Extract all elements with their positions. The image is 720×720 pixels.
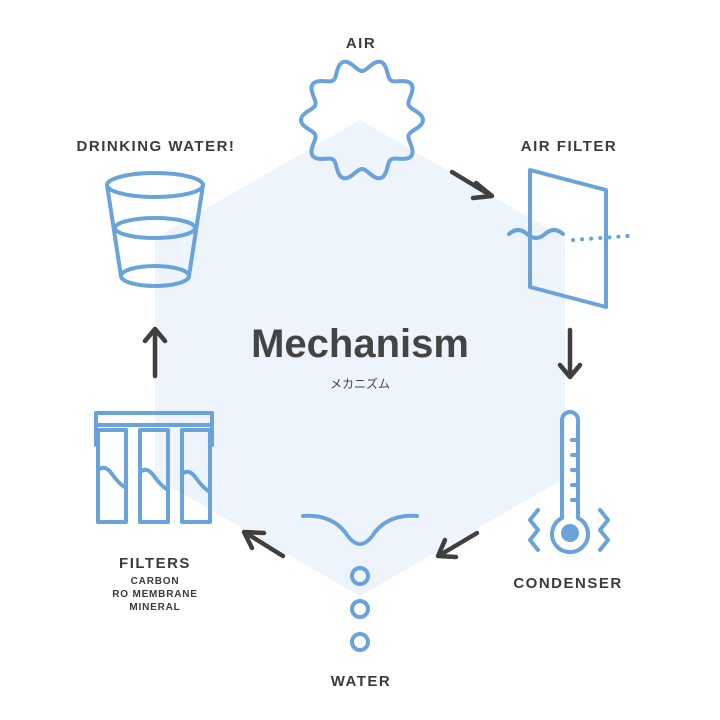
filter-cartridges-icon (94, 411, 214, 524)
label-water: WATER (330, 673, 392, 690)
label-filter-ro-membrane: RO MEMBRANE (112, 589, 198, 600)
diagram-subtitle: メカニズム (329, 377, 391, 391)
label-air-filter: AIR FILTER (520, 138, 618, 155)
arrow-condenser-to-water (435, 530, 480, 560)
cloud-icon (299, 59, 425, 181)
label-air: AIR (345, 35, 377, 52)
water-drop-icon (301, 513, 419, 652)
label-filter-carbon: CARBON (130, 576, 180, 587)
background-hexagon (155, 120, 565, 596)
air-filter-icon (507, 168, 630, 309)
label-condenser: CONDENSER (513, 575, 623, 592)
label-filters: FILTERS (119, 555, 191, 572)
label-drinking-water: DRINKING WATER! (76, 138, 236, 155)
arrow-filter-to-condenser (557, 327, 583, 380)
thermometer-icon (528, 410, 610, 555)
label-filter-mineral: MINERAL (129, 602, 181, 613)
drinking-glass-icon (105, 171, 205, 288)
arrow-filters-to-glass (142, 326, 168, 379)
arrow-air-to-filter (449, 169, 495, 201)
arrow-water-to-filters (241, 529, 286, 559)
diagram-title: Mechanism (251, 322, 469, 366)
